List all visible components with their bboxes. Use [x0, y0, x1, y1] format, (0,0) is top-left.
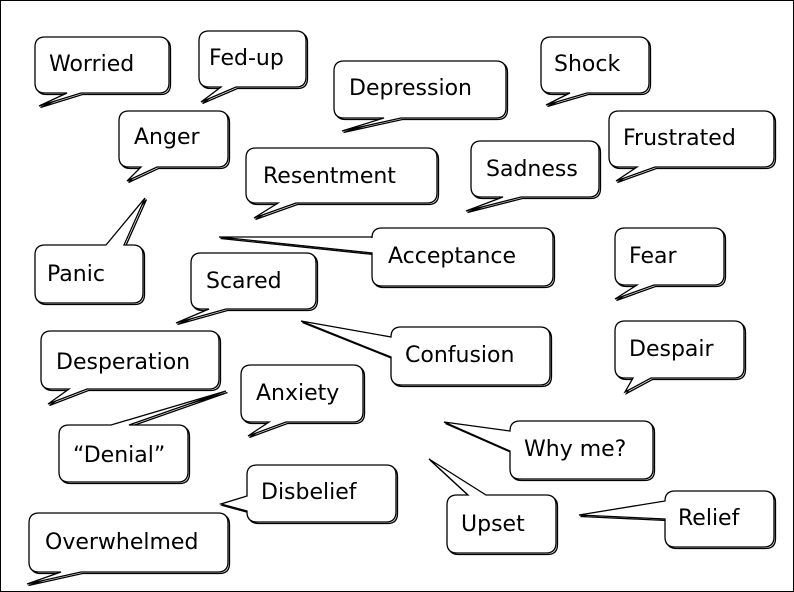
speech-bubble-confusion: Confusion: [300, 320, 553, 388]
speech-bubble-scared: Scared: [175, 252, 319, 326]
bubble-outline: [34, 197, 146, 304]
speech-bubble-overwhelmed: Overwhelmed: [26, 512, 231, 587]
bubble-label-worried: Worried: [49, 52, 134, 77]
bubble-label-confusion: Confusion: [405, 343, 514, 368]
bubble-label-acceptance: Acceptance: [388, 244, 516, 269]
speech-bubble-resentment: Resentment: [245, 147, 440, 221]
bubble-outline: [118, 110, 229, 182]
bubble-label-disbelief: Disbelief: [261, 480, 358, 505]
bubble-outline: [198, 30, 307, 103]
speech-bubble-anxiety: Anxiety: [240, 364, 366, 439]
bubble-outline: [218, 464, 397, 523]
bubble-label-depression: Depression: [349, 76, 472, 101]
speech-bubble-sadness: Sadness: [465, 140, 602, 214]
bubble-outline: [300, 320, 551, 386]
bubble-outline: [465, 140, 600, 212]
bubble-outline: [58, 390, 227, 483]
speech-bubble-why-me: Why me?: [443, 420, 656, 482]
speech-bubble-acceptance: Acceptance: [218, 227, 556, 289]
speech-bubble-worried: Worried: [34, 36, 172, 109]
bubble-label-despair: Despair: [629, 337, 714, 362]
bubble-label-overwhelmed: Overwhelmed: [45, 530, 198, 555]
speech-bubble-anger: Anger: [118, 110, 231, 184]
speech-bubble-fear: Fear: [614, 227, 727, 302]
bubble-outline: [26, 512, 229, 585]
bubble-label-relief: Relief: [678, 506, 741, 531]
bubble-outline: [40, 330, 220, 405]
bubble-label-shock: Shock: [554, 52, 620, 77]
bubble-label-desperation: Desperation: [56, 350, 190, 375]
bubble-outline: [608, 110, 775, 182]
bubble-outline: [443, 420, 654, 480]
bubble-label-anxiety: Anxiety: [256, 381, 339, 406]
bubble-outline: [175, 252, 317, 324]
bubble-outline: [333, 60, 507, 132]
bubble-outline: [540, 36, 650, 106]
bubble-outline: [34, 36, 170, 107]
bubble-label-upset: Upset: [461, 512, 525, 537]
bubble-outline: [428, 458, 557, 554]
speech-bubble-despair: Despair: [614, 320, 747, 396]
bubble-label-frustrated: Frustrated: [623, 126, 736, 151]
speech-bubble-frustrated: Frustrated: [608, 110, 777, 184]
bubble-label-denial: “Denial”: [73, 443, 165, 468]
speech-bubble-shock: Shock: [540, 36, 652, 108]
bubble-label-scared: Scared: [206, 269, 282, 294]
bubble-label-panic: Panic: [47, 262, 105, 287]
speech-bubble-panic: Panic: [34, 197, 148, 306]
bubble-label-resentment: Resentment: [263, 164, 396, 189]
bubble-label-sadness: Sadness: [486, 157, 578, 182]
speech-bubble-depression: Depression: [333, 60, 509, 134]
bubble-label-anger: Anger: [134, 125, 200, 150]
bubble-outline: [245, 147, 438, 219]
bubble-outline: [578, 490, 775, 548]
speech-bubble-disbelief: Disbelief: [218, 464, 399, 525]
bubble-outline: [218, 227, 554, 287]
speech-bubble-relief: Relief: [578, 490, 777, 550]
bubble-outline: [614, 227, 725, 300]
bubble-outline: [614, 320, 745, 394]
speech-bubble-upset: Upset: [428, 458, 559, 556]
bubble-outline: [240, 364, 364, 437]
speech-bubble-denial: “Denial”: [58, 390, 228, 485]
bubble-label-why-me: Why me?: [524, 437, 626, 462]
bubble-label-fed-up: Fed-up: [209, 46, 284, 71]
speech-bubble-fed-up: Fed-up: [198, 30, 309, 105]
bubble-label-fear: Fear: [629, 244, 677, 269]
speech-bubble-desperation: Desperation: [40, 330, 222, 407]
